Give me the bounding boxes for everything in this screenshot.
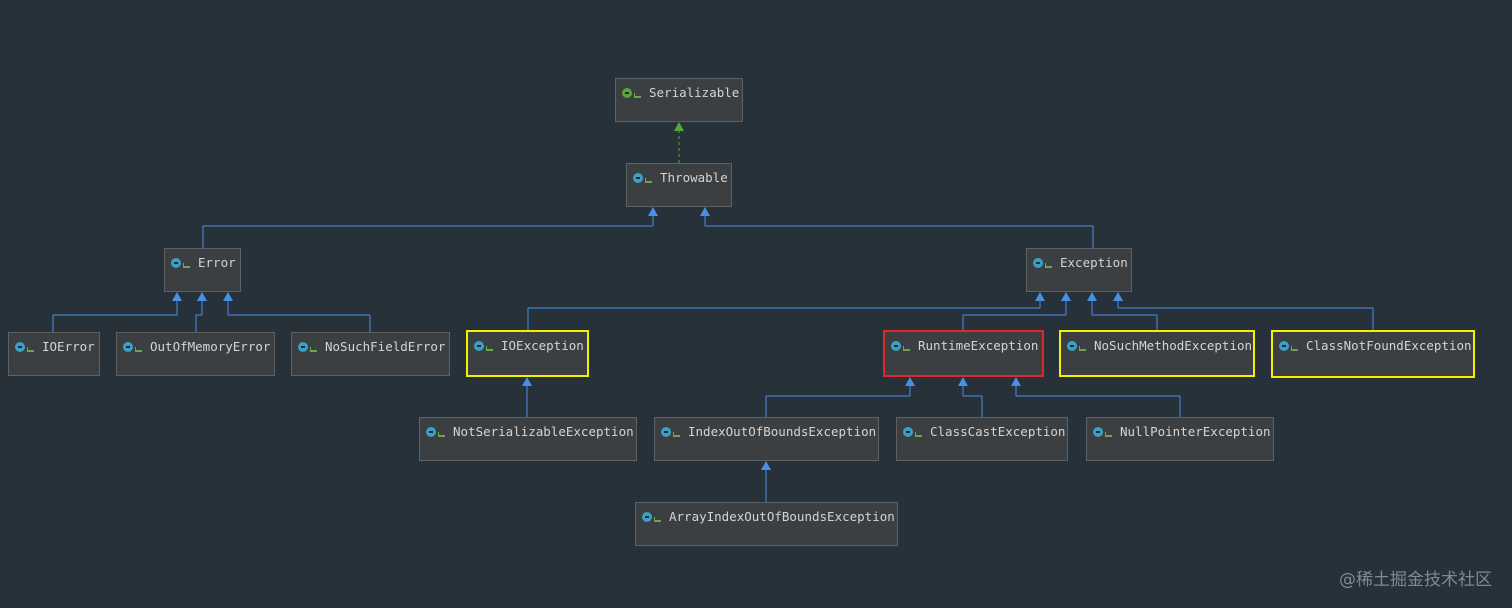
class-icon (633, 173, 643, 183)
node-label: Throwable (660, 169, 728, 185)
node-header: NoSuchFieldError (292, 333, 449, 361)
node-header: RuntimeException (885, 332, 1042, 360)
inheritance-arrowhead (223, 292, 233, 301)
node-label: IOError (42, 338, 95, 354)
public-visibility-icon (654, 516, 661, 522)
node-header: OutOfMemoryError (117, 333, 274, 361)
node-error[interactable]: Error (164, 248, 241, 292)
node-classnotfoundexception[interactable]: ClassNotFoundException (1271, 330, 1475, 378)
node-label: NoSuchMethodException (1094, 337, 1253, 353)
class-icon (1067, 341, 1077, 351)
inheritance-arrowhead (1061, 292, 1071, 301)
public-visibility-icon (915, 431, 922, 437)
inheritance-arrowhead (761, 461, 771, 470)
node-nullpointerexception[interactable]: NullPointerException (1086, 417, 1274, 461)
node-notserializableexception[interactable]: NotSerializableException (419, 417, 637, 461)
node-label: ClassNotFoundException (1306, 337, 1472, 353)
node-ioexception[interactable]: IOException (466, 330, 589, 377)
public-visibility-icon (1079, 345, 1086, 351)
inheritance-arrowhead (1011, 377, 1021, 386)
node-header: Error (165, 249, 240, 277)
class-icon (1093, 427, 1103, 437)
node-header: ArrayIndexOutOfBoundsException (636, 503, 897, 531)
node-label: OutOfMemoryError (150, 338, 271, 354)
node-header: Throwable (627, 164, 731, 192)
node-header: IOException (468, 332, 587, 360)
inheritance-arrowhead (700, 207, 710, 216)
node-header: IndexOutOfBoundsException (655, 418, 878, 446)
node-runtimeexception[interactable]: RuntimeException (883, 330, 1044, 377)
class-icon (171, 258, 181, 268)
node-label: Exception (1060, 254, 1128, 270)
class-icon (123, 342, 133, 352)
node-label: IOException (501, 337, 584, 353)
class-icon (474, 341, 484, 351)
node-classcastexception[interactable]: ClassCastException (896, 417, 1068, 461)
watermark: @稀土掘金技术社区 (1339, 570, 1492, 590)
class-icon (891, 341, 901, 351)
public-visibility-icon (486, 345, 493, 351)
node-header: NoSuchMethodException (1061, 332, 1253, 360)
node-header: ClassNotFoundException (1273, 332, 1473, 360)
node-arrayindexoutofboundsexception[interactable]: ArrayIndexOutOfBoundsException (635, 502, 898, 546)
node-label: NotSerializableException (453, 423, 634, 439)
public-visibility-icon (183, 262, 190, 268)
node-nosuchmethodexception[interactable]: NoSuchMethodException (1059, 330, 1255, 377)
class-icon (1033, 258, 1043, 268)
public-visibility-icon (310, 346, 317, 352)
node-throwable[interactable]: Throwable (626, 163, 732, 207)
node-header: NullPointerException (1087, 418, 1273, 446)
interface-icon (622, 88, 632, 98)
node-outofmemoryerror[interactable]: OutOfMemoryError (116, 332, 275, 376)
public-visibility-icon (645, 177, 652, 183)
public-visibility-icon (1291, 345, 1298, 351)
inheritance-arrowhead (674, 122, 684, 131)
inheritance-arrowhead (197, 292, 207, 301)
node-label: Serializable (649, 84, 740, 100)
node-ioerror[interactable]: IOError (8, 332, 100, 376)
node-nosuchfielderror[interactable]: NoSuchFieldError (291, 332, 450, 376)
node-header: IOError (9, 333, 99, 361)
class-icon (1279, 341, 1289, 351)
node-label: RuntimeException (918, 337, 1039, 353)
node-header: NotSerializableException (420, 418, 636, 446)
inheritance-arrowhead (522, 377, 532, 386)
inheritance-arrowhead (1087, 292, 1097, 301)
node-label: ClassCastException (930, 423, 1066, 439)
node-serializable[interactable]: Serializable (615, 78, 743, 122)
node-header: Exception (1027, 249, 1131, 277)
class-icon (903, 427, 913, 437)
inheritance-arrowhead (648, 207, 658, 216)
node-indexoutofboundsexception[interactable]: IndexOutOfBoundsException (654, 417, 879, 461)
node-label: ArrayIndexOutOfBoundsException (669, 508, 895, 524)
node-header: ClassCastException (897, 418, 1067, 446)
node-exception[interactable]: Exception (1026, 248, 1132, 292)
class-icon (661, 427, 671, 437)
class-icon (642, 512, 652, 522)
class-icon (15, 342, 25, 352)
node-label: NoSuchFieldError (325, 338, 446, 354)
public-visibility-icon (27, 346, 34, 352)
public-visibility-icon (673, 431, 680, 437)
inheritance-arrowhead (1113, 292, 1123, 301)
public-visibility-icon (135, 346, 142, 352)
public-visibility-icon (1105, 431, 1112, 437)
inheritance-arrowhead (172, 292, 182, 301)
public-visibility-icon (634, 92, 641, 98)
class-icon (298, 342, 308, 352)
public-visibility-icon (1045, 262, 1052, 268)
public-visibility-icon (438, 431, 445, 437)
inheritance-arrowhead (905, 377, 915, 386)
node-label: NullPointerException (1120, 423, 1271, 439)
inheritance-arrowhead (958, 377, 968, 386)
class-icon (426, 427, 436, 437)
inheritance-arrowhead (1035, 292, 1045, 301)
node-label: Error (198, 254, 236, 270)
node-label: IndexOutOfBoundsException (688, 423, 877, 439)
public-visibility-icon (903, 345, 910, 351)
node-header: Serializable (616, 79, 742, 107)
